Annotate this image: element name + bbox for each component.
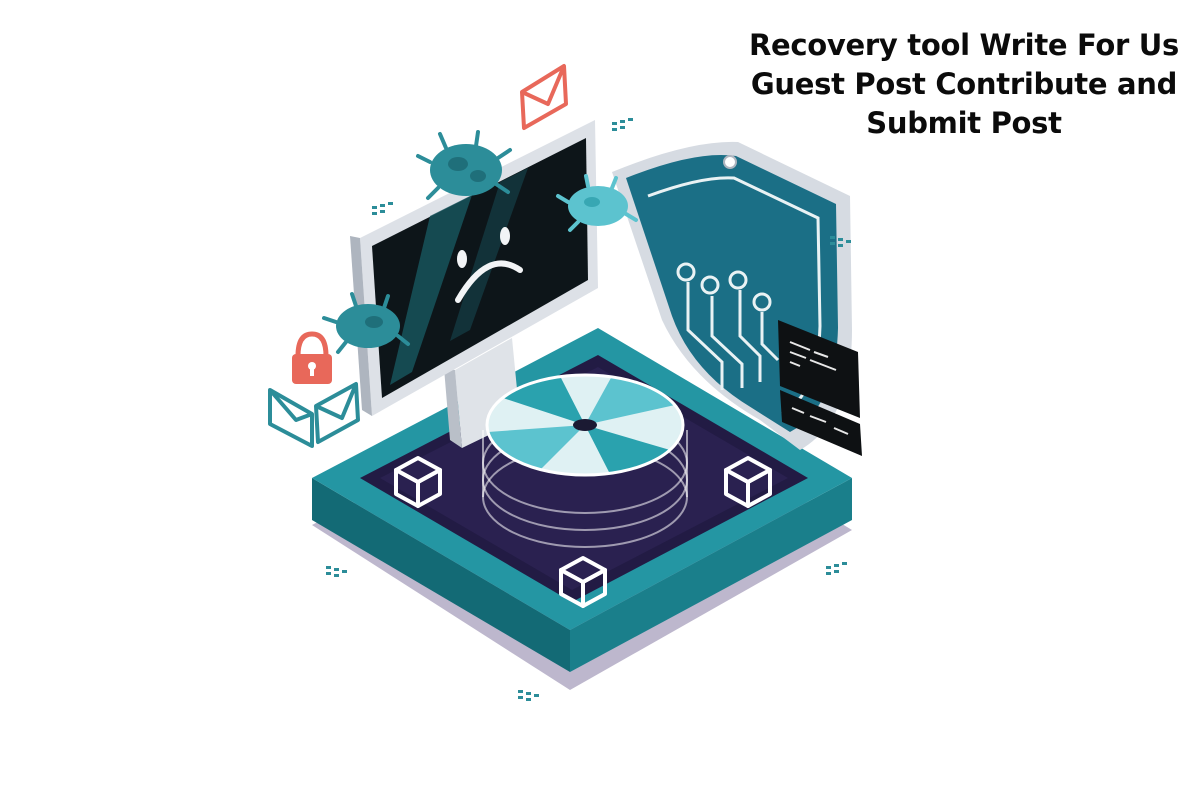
screen-glare: [390, 195, 472, 385]
cube-icon: [394, 456, 442, 508]
page-title: Recovery tool Write For Us Guest Post Co…: [740, 26, 1188, 143]
platform: [312, 328, 852, 690]
title-line-2: Guest Post Contribute and: [750, 67, 1178, 101]
virus-icon: [556, 174, 638, 232]
screen-glare-2: [450, 168, 528, 341]
disk-sector-1: [503, 376, 585, 425]
envelope-icon: [520, 64, 568, 130]
disk-icon: [482, 373, 688, 548]
platform-side-left: [312, 478, 570, 672]
code-card-icon: [778, 320, 860, 418]
virus-icon: [322, 292, 410, 354]
virus-icon: [416, 130, 512, 200]
platform-side-right: [570, 478, 852, 672]
title-line-3: Submit Post: [866, 106, 1062, 140]
padlock-icon: [292, 331, 332, 384]
cube-icon: [724, 456, 772, 508]
code-card-icon: [780, 390, 862, 456]
title-line-1: Recovery tool Write For Us: [748, 28, 1180, 62]
monitor-stand-side: [444, 368, 462, 448]
shield-inner-line: [647, 176, 822, 416]
cube-icon: [559, 556, 607, 608]
envelope-icon: [268, 388, 314, 448]
dot-clusters: [326, 118, 851, 701]
circuit-traces: [676, 262, 780, 390]
sad-face-icon: [455, 227, 523, 303]
envelope-icon: [314, 382, 360, 444]
platform-inset-inner: [380, 367, 788, 590]
